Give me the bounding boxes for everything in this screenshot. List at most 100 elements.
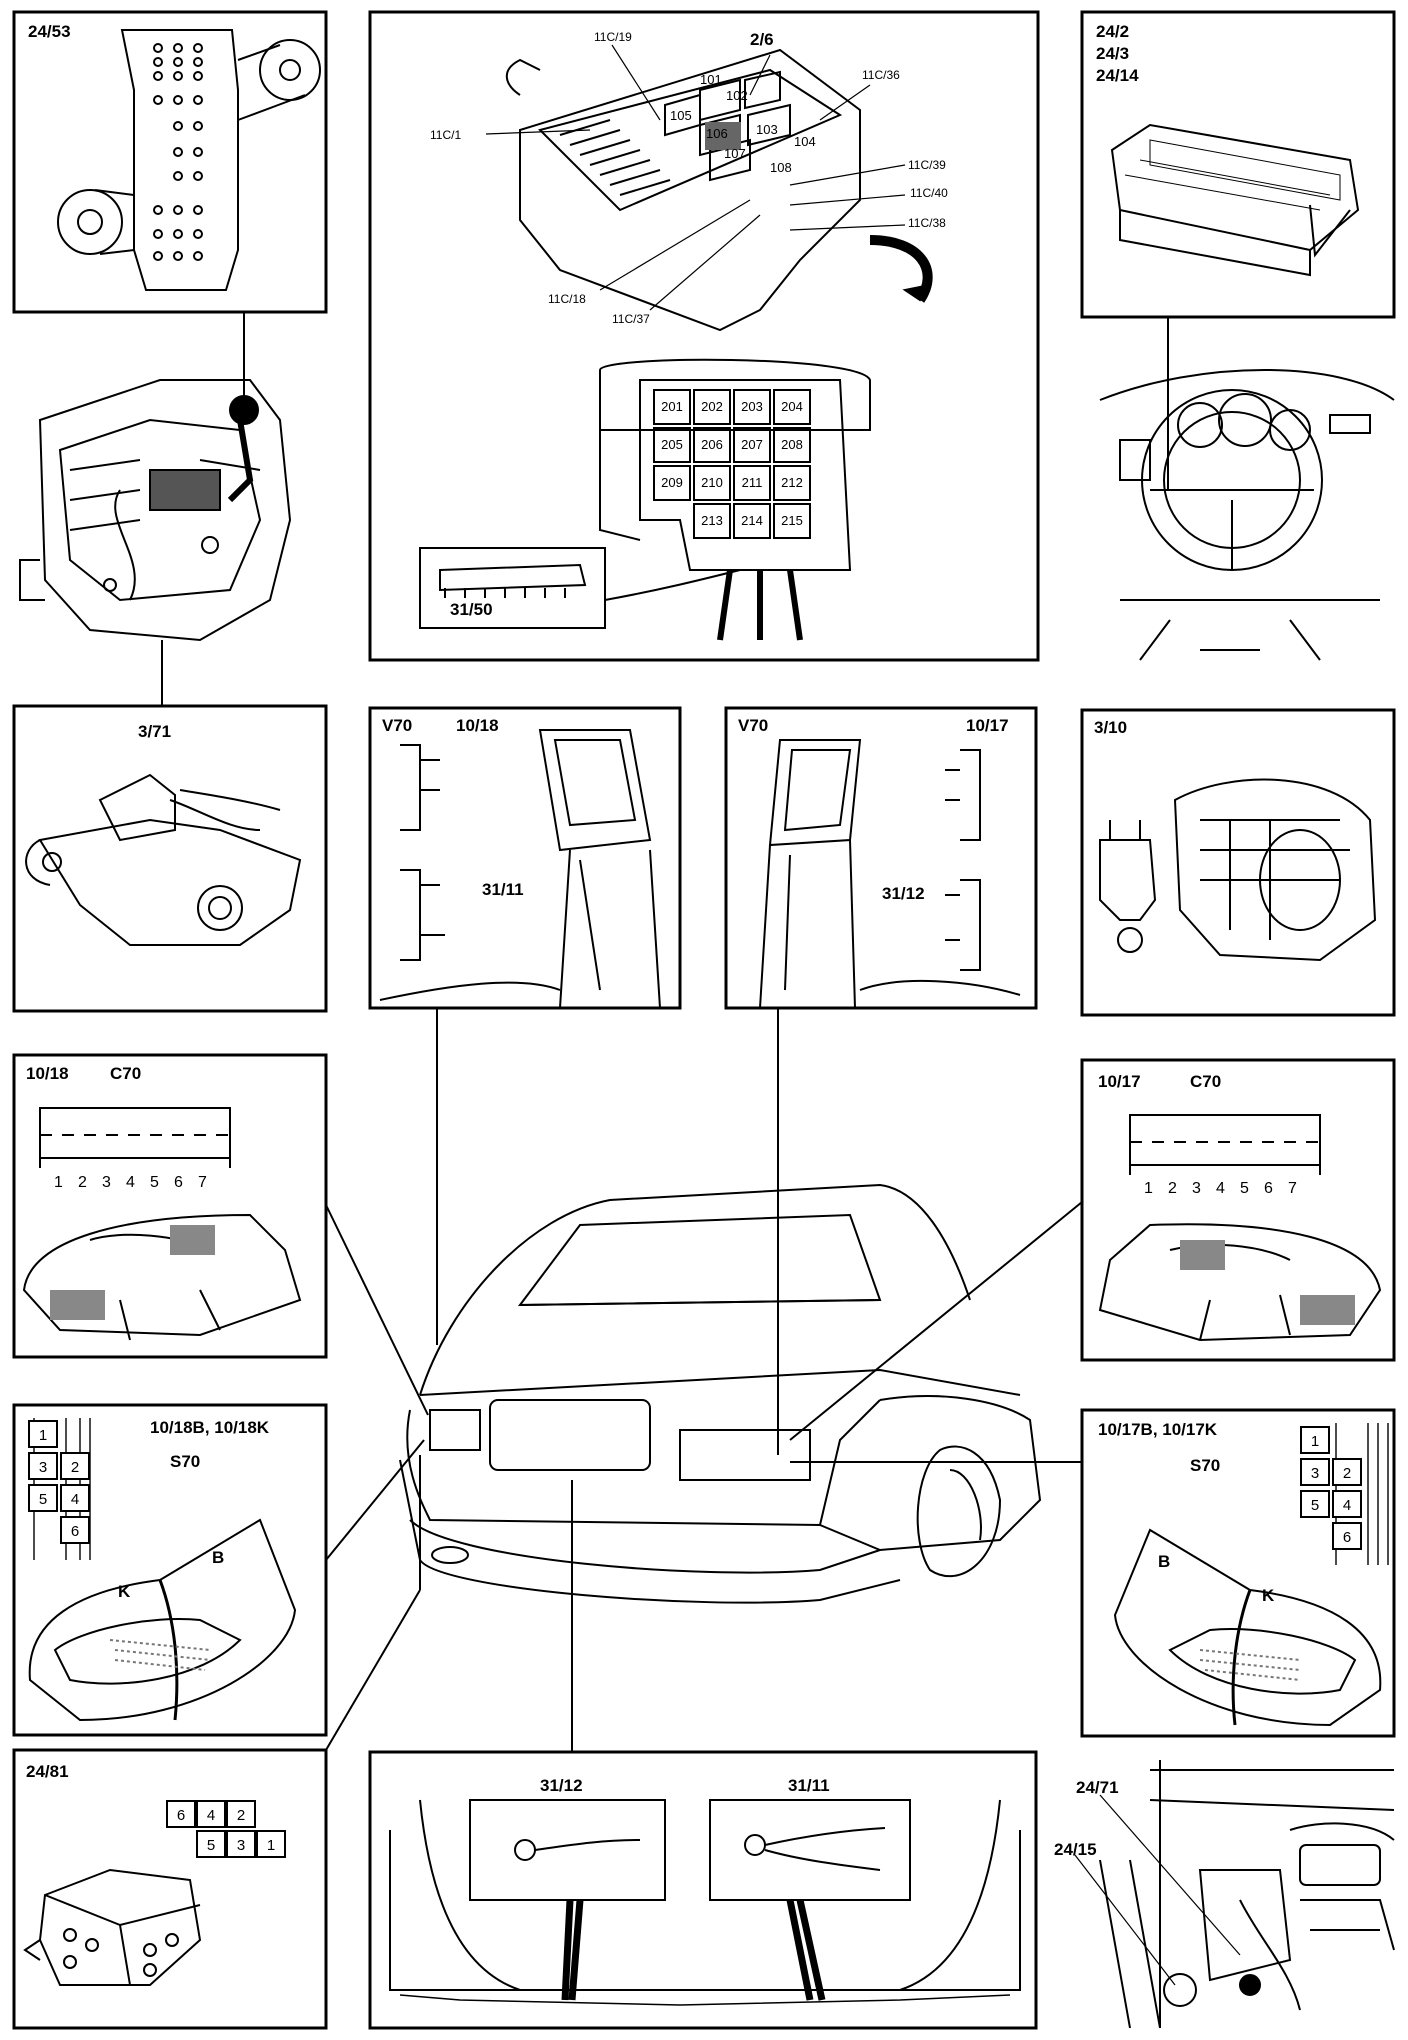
fuse-206: 206 — [701, 437, 723, 452]
connector-pin — [173, 57, 183, 67]
relay-block-24-2-drawing — [1110, 123, 1360, 277]
c70-left-pin-7: 7 — [198, 1174, 207, 1191]
fuse-210: 210 — [701, 475, 723, 490]
fuse-213: 213 — [701, 513, 723, 528]
relay-102: 102 — [726, 88, 748, 103]
connector-pin — [193, 251, 203, 261]
connector-pin — [173, 121, 183, 131]
label-s70-right-k: K — [1262, 1586, 1275, 1605]
connector-pin — [153, 229, 163, 239]
label-31-12-ground: 31/12 — [540, 1776, 583, 1795]
frame-s70-right — [1080, 1408, 1396, 1738]
label-s70-right-b: B — [1158, 1552, 1171, 1571]
fuse-slot — [693, 465, 731, 501]
c70-left-pin-5: 5 — [150, 1174, 159, 1191]
label-c70-left-model: C70 — [110, 1064, 142, 1083]
connector-24-53-drawing — [57, 29, 321, 291]
callout-11c-37: 11C/37 — [612, 312, 650, 326]
relay-103: 103 — [756, 122, 778, 137]
c70-right-pin-4: 4 — [1216, 1180, 1225, 1197]
fuse-203: 203 — [741, 399, 763, 414]
callout-11c-19: 11C/19 — [594, 30, 632, 44]
fuse-209: 209 — [661, 475, 683, 490]
sensor-3-10-drawing — [1099, 778, 1377, 962]
s70-left-pin-3: 3 — [28, 1452, 58, 1480]
label-10-18b-10-18k: 10/18B, 10/18K — [150, 1418, 270, 1437]
fuse-slot — [773, 465, 811, 501]
label-31-11-v70: 31/11 — [482, 880, 524, 899]
connector-pin — [153, 57, 163, 67]
callout-11c-38: 11C/38 — [908, 216, 946, 230]
connector-pin — [193, 71, 203, 81]
relay-105: 105 — [670, 108, 692, 123]
connector-24-81-pin-2: 2 — [226, 1800, 256, 1828]
frame-24-53 — [12, 10, 328, 314]
connector-pin — [173, 205, 183, 215]
c70-left-pin-1: 1 — [54, 1174, 63, 1191]
label-31-11-ground: 31/11 — [788, 1776, 830, 1795]
c70-left-pin-6: 6 — [174, 1174, 183, 1191]
fuse-slot — [653, 465, 691, 501]
fuse-slot — [733, 389, 771, 425]
c70-right-pin-1: 1 — [1144, 1180, 1153, 1197]
label-s70-left-k: K — [118, 1582, 131, 1601]
relay-104: 104 — [794, 134, 816, 149]
fuse-slot — [773, 427, 811, 463]
connector-24-81-pin-4: 4 — [196, 1800, 226, 1828]
s70-right-pin-6: 6 — [1332, 1522, 1362, 1550]
fuse-slot — [733, 503, 771, 539]
frame-v70-left — [368, 706, 682, 1010]
frame-c70-right — [1080, 1058, 1396, 1362]
fuse-slot — [693, 503, 731, 539]
fuse-207: 207 — [741, 437, 763, 452]
c70-right-drawing — [1098, 1114, 1382, 1342]
connector-pin — [193, 95, 203, 105]
connector-pin — [173, 147, 183, 157]
relay-106: 106 — [706, 126, 728, 141]
s70-left-pin-1: 1 — [28, 1420, 58, 1448]
frame-24-2 — [1080, 10, 1396, 319]
fuse-214: 214 — [741, 513, 763, 528]
leader-lines — [161, 312, 1169, 1752]
label-24-3: 24/3 — [1096, 44, 1130, 63]
c70-right-pin-7: 7 — [1288, 1180, 1297, 1197]
fuse-slot — [733, 427, 771, 463]
c70-left-pin-2: 2 — [78, 1174, 87, 1191]
label-3-71: 3/71 — [138, 722, 172, 741]
fuse-204: 204 — [781, 399, 803, 414]
c70-left-pin-3: 3 — [102, 1174, 111, 1191]
connector-pin — [153, 251, 163, 261]
frame-24-81 — [12, 1748, 328, 2030]
label-s70-right-model: S70 — [1190, 1456, 1221, 1475]
label-10-18-c70: 10/18 — [26, 1064, 69, 1083]
label-31-12-v70: 31/12 — [882, 884, 925, 903]
frame-3-71 — [12, 704, 328, 1013]
fuse-215: 215 — [781, 513, 803, 528]
connector-pin — [193, 121, 203, 131]
label-3-10: 3/10 — [1094, 718, 1128, 737]
fuse-205: 205 — [661, 437, 683, 452]
fuse-slot — [653, 389, 691, 425]
fusebox-callout-lines — [485, 44, 906, 311]
fuse-slot — [693, 427, 731, 463]
callout-11c-18: 11C/18 — [548, 292, 586, 306]
s70-left-pin-5: 5 — [28, 1484, 58, 1512]
connector-pin — [173, 95, 183, 105]
connector-pin — [173, 71, 183, 81]
connector-24-81-drawing — [23, 1868, 202, 1986]
label-31-50: 31/50 — [450, 600, 493, 619]
label-10-17-c70: 10/17 — [1098, 1072, 1141, 1091]
label-24-15: 24/15 — [1054, 1840, 1097, 1859]
fusebox-drawing — [419, 48, 933, 641]
frame-fusebox — [368, 10, 1040, 662]
connector-pin — [173, 229, 183, 239]
transmission-drawing — [19, 379, 292, 642]
callout-11c-40: 11C/40 — [910, 186, 948, 200]
frame-3-10 — [1080, 708, 1396, 1017]
fuse-212: 212 — [781, 475, 803, 490]
connector-pin — [193, 229, 203, 239]
label-v70-right-model: V70 — [738, 716, 769, 735]
fuse-208: 208 — [781, 437, 803, 452]
s70-left-pin-4: 4 — [60, 1484, 90, 1512]
